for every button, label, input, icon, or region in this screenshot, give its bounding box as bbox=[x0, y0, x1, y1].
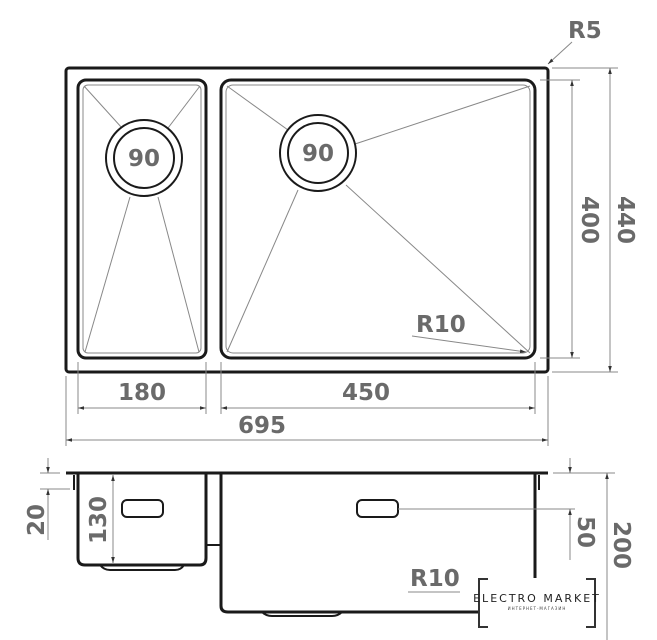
height-440-label: 440 bbox=[612, 196, 638, 244]
drain-small-label: 90 bbox=[128, 146, 160, 172]
overflow-large bbox=[356, 499, 399, 518]
logo-tagline: ИНТЕРНЕТ-МАГАЗИН bbox=[507, 606, 567, 611]
overflow-small bbox=[121, 499, 164, 518]
small-bowl bbox=[76, 78, 208, 360]
depth-130-label: 130 bbox=[86, 496, 112, 544]
side-view: 20 130 50 200 R10 bbox=[24, 458, 634, 640]
height-400-label: 400 bbox=[576, 196, 602, 244]
top-view: 90 90 R5 R10 400 440 180 450 695 bbox=[64, 18, 638, 446]
depth-50-label: 50 bbox=[572, 516, 598, 548]
large-bowl bbox=[219, 78, 537, 360]
logo-name: ELECTRO MARKET bbox=[473, 592, 601, 605]
width-695-label: 695 bbox=[238, 413, 286, 439]
width-450-label: 450 bbox=[342, 380, 390, 406]
depth-20-label: 20 bbox=[24, 504, 50, 536]
drain-large: 90 bbox=[279, 114, 357, 192]
sink-outline bbox=[64, 66, 550, 374]
electro-market-logo: ELECTRO MARKET ИНТЕРНЕТ-МАГАЗИН bbox=[473, 578, 599, 628]
drain-large-label: 90 bbox=[302, 141, 334, 167]
radius-r5-label: R5 bbox=[568, 18, 602, 44]
radius-r10-label: R10 bbox=[416, 312, 466, 338]
radius-r10-side-label: R10 bbox=[410, 566, 460, 592]
width-180-label: 180 bbox=[118, 380, 166, 406]
drain-small: 90 bbox=[105, 119, 183, 197]
depth-200-label: 200 bbox=[608, 521, 634, 569]
